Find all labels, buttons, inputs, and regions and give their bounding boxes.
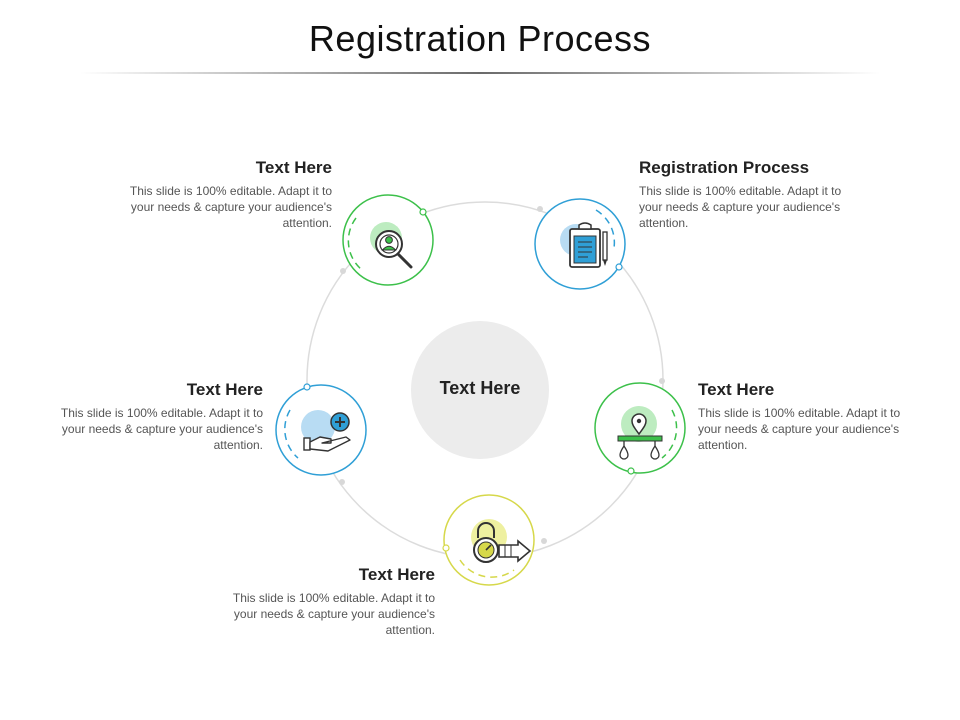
step-node-2[interactable] <box>534 198 626 290</box>
step-body-4: This slide is 100% editable. Adapt it to… <box>232 591 435 637</box>
step-node-1[interactable] <box>342 194 434 286</box>
step-heading-1: Text Here <box>255 158 332 177</box>
center-label: Text Here <box>439 378 521 398</box>
hand-medical-icon <box>301 410 351 452</box>
center-circle <box>411 321 549 459</box>
step-text-1: Text Here This slide is 100% editable. A… <box>122 158 332 231</box>
step-text-4: Text Here This slide is 100% editable. A… <box>225 565 435 638</box>
step-heading-3: Text Here <box>698 380 775 399</box>
page-title: Registration Process <box>308 18 652 59</box>
step-heading-4: Text Here <box>358 565 435 584</box>
step-text-2: Registration Process This slide is 100% … <box>639 158 849 231</box>
user-search-icon <box>370 222 413 269</box>
clipboard-form-icon <box>560 222 608 268</box>
step-body-2: This slide is 100% editable. Adapt it to… <box>639 184 842 230</box>
step-text-3: Text Here This slide is 100% editable. A… <box>698 380 908 453</box>
location-drops-icon <box>617 406 663 460</box>
step-heading-2: Registration Process <box>639 158 810 177</box>
padlock-gauge-icon <box>471 519 532 563</box>
step-text-5: Text Here This slide is 100% editable. A… <box>53 380 263 453</box>
step-body-3: This slide is 100% editable. Adapt it to… <box>698 406 901 452</box>
step-node-3[interactable] <box>594 382 686 475</box>
step-node-5[interactable] <box>275 383 367 476</box>
step-heading-5: Text Here <box>186 380 263 399</box>
title-divider <box>80 72 880 74</box>
junction-dots <box>339 206 665 544</box>
step-node-4[interactable] <box>442 494 535 586</box>
step-body-1: This slide is 100% editable. Adapt it to… <box>129 184 332 230</box>
step-body-5: This slide is 100% editable. Adapt it to… <box>60 406 263 452</box>
